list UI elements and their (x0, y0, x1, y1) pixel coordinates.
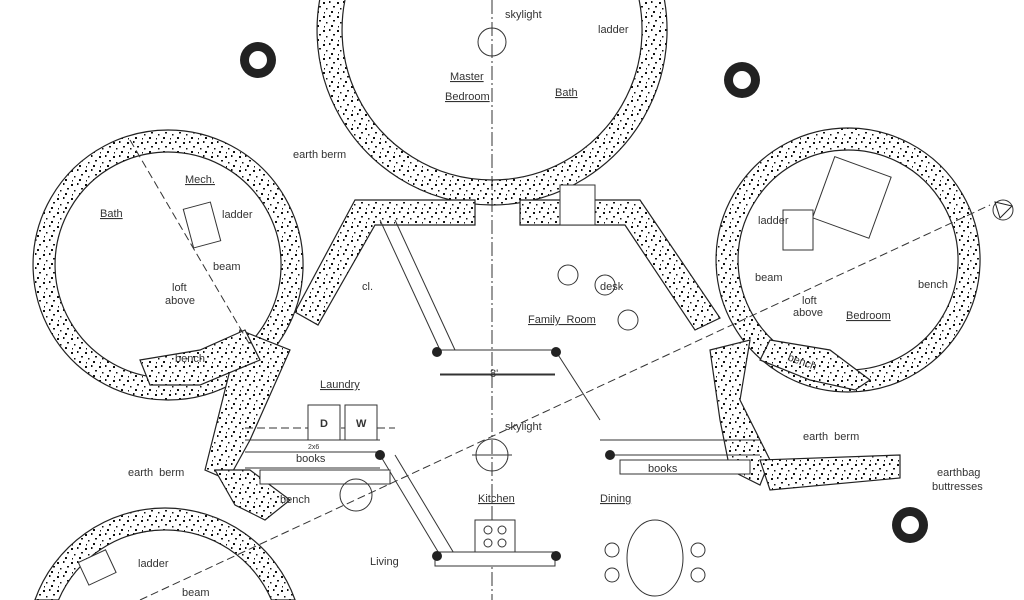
label-skylight-center: skylight (505, 421, 542, 433)
label-ladder-left: ladder (222, 209, 253, 221)
label-bedroom-right: Bedroom (846, 310, 891, 322)
label-mech: Mech. (185, 174, 215, 186)
dining-table (626, 519, 684, 597)
wall-segment (519, 199, 721, 331)
label-above-left: above (165, 295, 195, 307)
label-closet: cl. (362, 281, 373, 293)
wall-segment (759, 454, 901, 491)
label-loft-left: loft (172, 282, 187, 294)
washer (344, 404, 378, 441)
label-bath-left: Bath (100, 208, 123, 220)
label-bench-left: bench (175, 353, 205, 365)
wall-segment (294, 199, 476, 326)
tree-icon (240, 42, 276, 78)
label-dryer: D (320, 418, 328, 430)
label-desk: desk (600, 281, 624, 293)
top-dome-wall (316, 0, 668, 206)
label-2x6: 2x6 (308, 444, 319, 451)
tree-icon (724, 62, 760, 98)
label-kitchen: Kitchen (478, 493, 515, 505)
label-bedroom: Bedroom (445, 91, 490, 103)
wall-segment (759, 339, 872, 391)
label-dining: Dining (600, 493, 631, 505)
label-ladder-right: ladder (758, 215, 789, 227)
label-above-right: above (793, 307, 823, 319)
label-buttresses: buttresses (932, 481, 983, 493)
skylight-top-icon (477, 27, 507, 57)
label-beam-left: beam (213, 261, 241, 273)
label-books-left: books (296, 453, 326, 465)
north-arrow-icon (992, 199, 1014, 221)
label-beam-bottom: beam (182, 587, 210, 599)
label-beam-right: beam (755, 272, 783, 284)
label-family-room: Family Room (528, 314, 596, 326)
label-bench-center: bench (280, 494, 310, 506)
label-living: Living (370, 556, 399, 568)
tree-icon (892, 507, 928, 543)
label-loft-right: loft (802, 295, 817, 307)
label-bench-right: bench (918, 279, 948, 291)
label-master: Master (450, 71, 484, 83)
label-washer: W (356, 418, 367, 430)
label-earth-berm-top: earth berm (293, 149, 346, 161)
label-earth-berm-left: earth berm (128, 467, 184, 479)
label-ladder-bottom: ladder (138, 558, 169, 570)
label-dimension-8ft: 8' (490, 368, 498, 380)
label-bath-top: Bath (555, 87, 578, 99)
label-skylight-top: skylight (505, 9, 542, 21)
wall-segment (213, 469, 291, 521)
dryer (307, 404, 341, 441)
wall-segment (139, 329, 261, 386)
label-earthbag: earthbag (937, 467, 980, 479)
label-books-right: books (648, 463, 678, 475)
label-earth-berm-right: earth berm (803, 431, 859, 443)
label-laundry: Laundry (320, 379, 360, 391)
label-ladder-top: ladder (598, 24, 629, 36)
